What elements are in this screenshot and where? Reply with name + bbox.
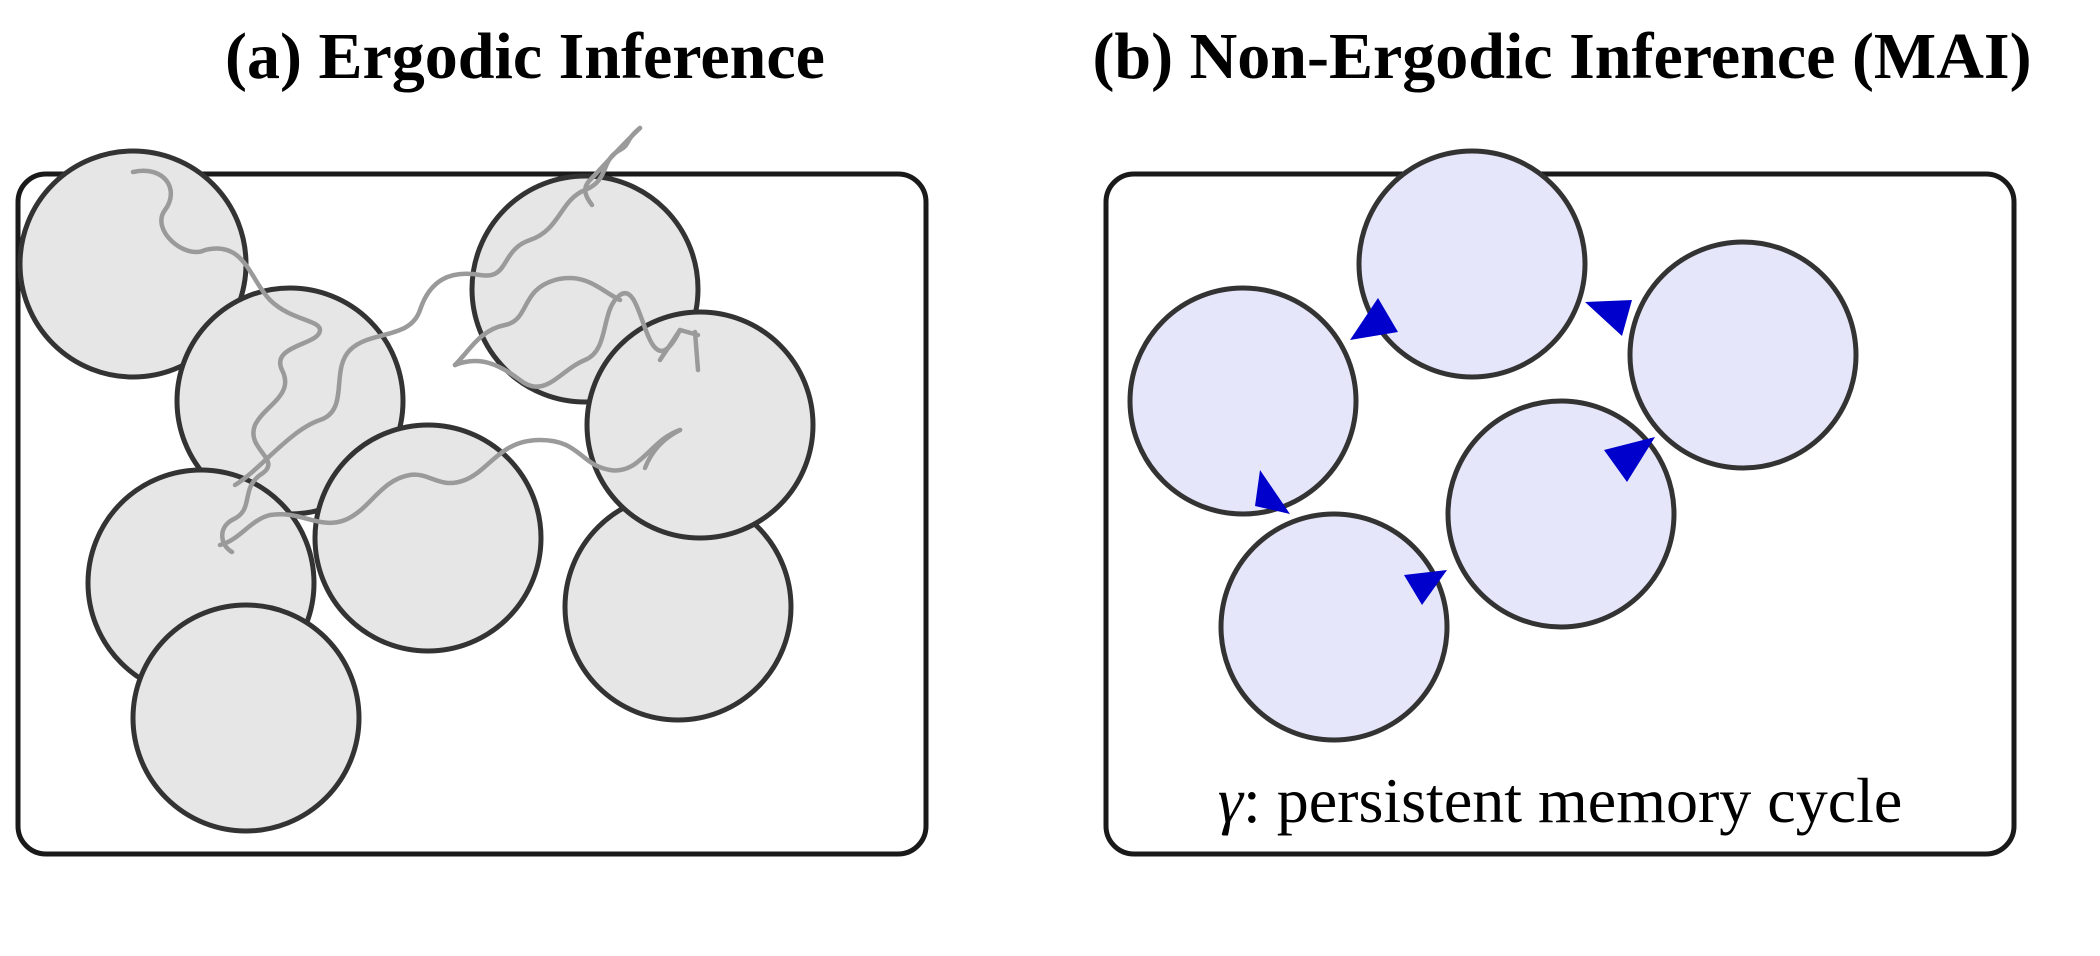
state-circle bbox=[130, 602, 362, 834]
memory-state-circle bbox=[1627, 239, 1859, 471]
panel-b: γ: persistent memory cycle bbox=[1103, 148, 2017, 857]
cycle-arrow-icon bbox=[1404, 570, 1447, 605]
random-walk-path bbox=[642, 427, 683, 471]
cycle-arrow-icon bbox=[1604, 437, 1655, 482]
memory-state-circle bbox=[1356, 148, 1588, 380]
panel-b-caption: γ: persistent memory cycle bbox=[1218, 765, 1903, 836]
memory-state-circle bbox=[1218, 511, 1450, 743]
panel-a-title: (a) Ergodic Inference bbox=[225, 20, 825, 93]
random-walk-path bbox=[692, 329, 701, 373]
random-walk-path bbox=[452, 291, 683, 389]
cycle-arrow-icon bbox=[1350, 298, 1398, 340]
random-walk-path bbox=[452, 275, 623, 368]
memory-state-circle bbox=[1445, 398, 1677, 630]
panel-b-title: (b) Non-Ergodic Inference (MAI) bbox=[1092, 20, 2031, 93]
state-circle bbox=[312, 422, 544, 654]
random-walk-path bbox=[130, 168, 323, 555]
gamma-symbol: γ bbox=[1218, 765, 1245, 836]
random-walk-path bbox=[217, 427, 683, 548]
panel-b-states bbox=[1127, 148, 1859, 743]
panel-a-states bbox=[17, 148, 816, 834]
caption-text: : persistent memory cycle bbox=[1243, 765, 1902, 836]
cycle-arrow-icon bbox=[1255, 470, 1290, 514]
random-walk-trajectories bbox=[130, 125, 701, 555]
memory-state-circle bbox=[1127, 285, 1359, 517]
random-walk-path bbox=[583, 125, 643, 208]
state-circle bbox=[584, 309, 816, 541]
panel-a bbox=[15, 125, 929, 857]
random-walk-path bbox=[232, 125, 643, 488]
cycle-arrow-icon bbox=[1585, 300, 1632, 336]
memory-cycle-arrows bbox=[1255, 298, 1655, 605]
